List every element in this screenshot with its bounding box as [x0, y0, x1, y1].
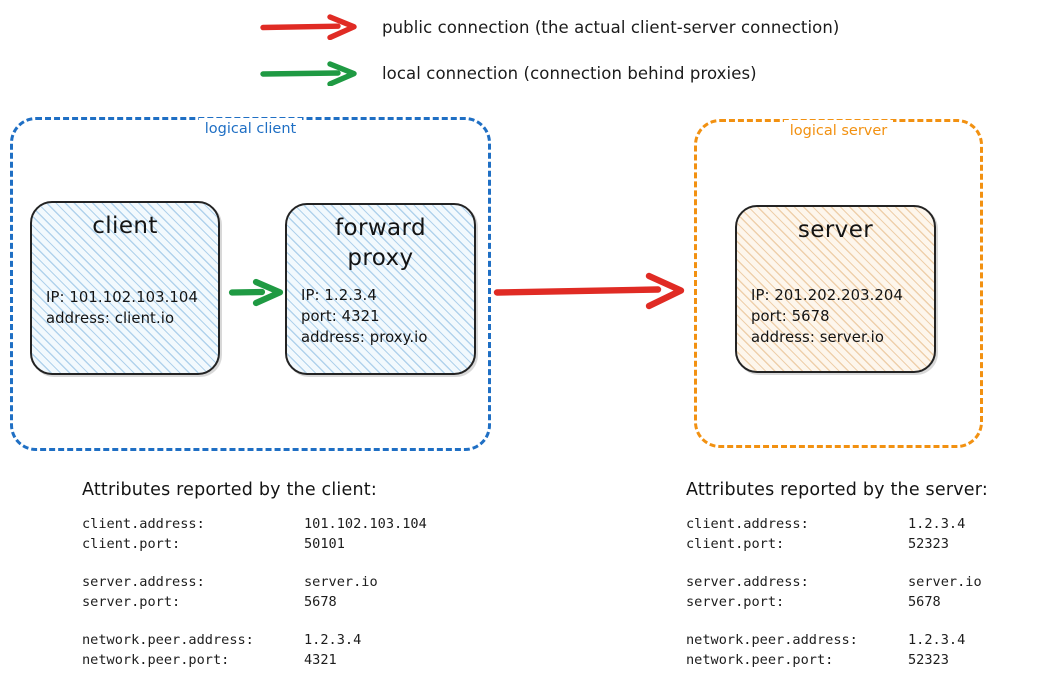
hatch-pattern [32, 203, 218, 373]
attr-key: server.address: [686, 574, 809, 590]
attr-spacer-cell [82, 612, 427, 630]
attr-row: server.address: server.io [686, 572, 982, 592]
logical-client-label: logical client [198, 118, 303, 140]
attr-spacer-cell [82, 554, 427, 572]
legend-row-public: public connection (the actual client-ser… [260, 14, 839, 40]
arrow-client-to-proxy-icon [228, 278, 284, 307]
node-server[interactable]: server IP: 201.202.203.204 port: 5678 ad… [735, 205, 936, 373]
attr-value: server.io [908, 574, 982, 590]
attr-key: client.port: [686, 536, 785, 552]
logical-server-group: logical server [694, 119, 983, 448]
node-proxy-details: IP: 1.2.3.4 port: 4321 address: proxy.io [301, 285, 460, 348]
attr-row: network.peer.address: 1.2.3.4 [686, 630, 982, 650]
attr-value: 4321 [304, 652, 337, 668]
client-attributes-heading: Attributes reported by the client: [82, 480, 377, 500]
attr-key: network.peer.port: [82, 652, 230, 668]
attr-value: 5678 [908, 594, 941, 610]
attr-key: network.peer.address: [82, 632, 254, 648]
attr-spacer-cell [686, 612, 982, 630]
attr-row-spacer [686, 554, 982, 572]
attr-key: server.port: [82, 594, 181, 610]
legend-label-public: public connection (the actual client-ser… [382, 17, 840, 37]
attr-row: network.peer.port: 4321 [82, 650, 427, 670]
attr-value: 52323 [908, 652, 949, 668]
server-attributes-heading: Attributes reported by the server: [686, 480, 988, 500]
node-client-title: client [92, 213, 158, 239]
node-proxy-port: port: 4321 [301, 308, 380, 325]
attr-row: client.port: 52323 [686, 534, 982, 554]
attr-row: server.port: 5678 [82, 592, 427, 612]
attr-value: 50101 [304, 536, 345, 552]
attr-row: server.port: 5678 [686, 592, 982, 612]
attr-key: server.address: [82, 574, 205, 590]
node-client-details: IP: 101.102.103.104 address: client.io [46, 287, 204, 329]
node-server-ip: IP: 201.202.203.204 [751, 287, 903, 304]
hatch-pattern [737, 207, 934, 371]
logical-server-label: logical server [783, 120, 894, 142]
node-client[interactable]: client IP: 101.102.103.104 address: clie… [30, 201, 220, 375]
attr-key: server.port: [686, 594, 785, 610]
client-attributes-rows: client.address: 101.102.103.104 client.por… [82, 514, 427, 670]
server-attributes-block: Attributes reported by the server: clien… [686, 480, 988, 670]
attr-key: client.address: [82, 516, 205, 532]
attr-row: network.peer.address: 1.2.3.4 [82, 630, 427, 650]
legend-row-local: local connection (connection behind prox… [260, 60, 757, 86]
attr-row-spacer [686, 612, 982, 630]
attr-key: client.port: [82, 536, 181, 552]
node-proxy-title-line1: forward [335, 215, 426, 241]
attr-value: 52323 [908, 536, 949, 552]
attr-row: server.address: server.io [82, 572, 427, 592]
client-attributes-block: Attributes reported by the client: clien… [82, 480, 427, 670]
hatch-pattern [287, 205, 474, 373]
node-client-ip: IP: 101.102.103.104 [46, 289, 198, 306]
attr-value: 1.2.3.4 [304, 632, 362, 648]
attr-value: 5678 [304, 594, 337, 610]
attr-key: network.peer.port: [686, 652, 834, 668]
arrow-right-icon [260, 61, 357, 86]
attr-key: network.peer.address: [686, 632, 858, 648]
attr-key: client.address: [686, 516, 809, 532]
attr-value: 1.2.3.4 [908, 632, 966, 648]
node-server-details: IP: 201.202.203.204 port: 5678 address: … [751, 285, 920, 348]
arrow-proxy-to-server-icon [493, 272, 685, 310]
node-proxy-ip: IP: 1.2.3.4 [301, 287, 377, 304]
client-attributes-table: client.address: 101.102.103.104 client.por… [82, 514, 427, 670]
attr-row: client.port: 50101 [82, 534, 427, 554]
attr-value: 101.102.103.104 [304, 516, 427, 532]
node-server-title: server [797, 217, 874, 243]
attr-row: client.address: 101.102.103.104 [82, 514, 427, 534]
arrow-right-icon [260, 14, 357, 40]
attr-row: network.peer.port: 52323 [686, 650, 982, 670]
node-server-port: port: 5678 [751, 308, 830, 325]
attr-value: server.io [304, 574, 378, 590]
node-client-address: address: client.io [46, 310, 175, 327]
legend-label-local: local connection (connection behind prox… [382, 63, 757, 83]
node-forward-proxy[interactable]: forward proxy IP: 1.2.3.4 port: 4321 add… [285, 203, 476, 375]
node-proxy-title-line2: proxy [347, 245, 414, 271]
attr-row-spacer [82, 612, 427, 630]
node-server-address: address: server.io [751, 329, 884, 346]
attr-row-spacer [82, 554, 427, 572]
logical-client-group: logical client [10, 117, 491, 451]
attr-row: client.address: 1.2.3.4 [686, 514, 982, 534]
attr-value: 1.2.3.4 [908, 516, 966, 532]
attr-spacer-cell [686, 554, 982, 572]
node-proxy-address: address: proxy.io [301, 329, 428, 346]
